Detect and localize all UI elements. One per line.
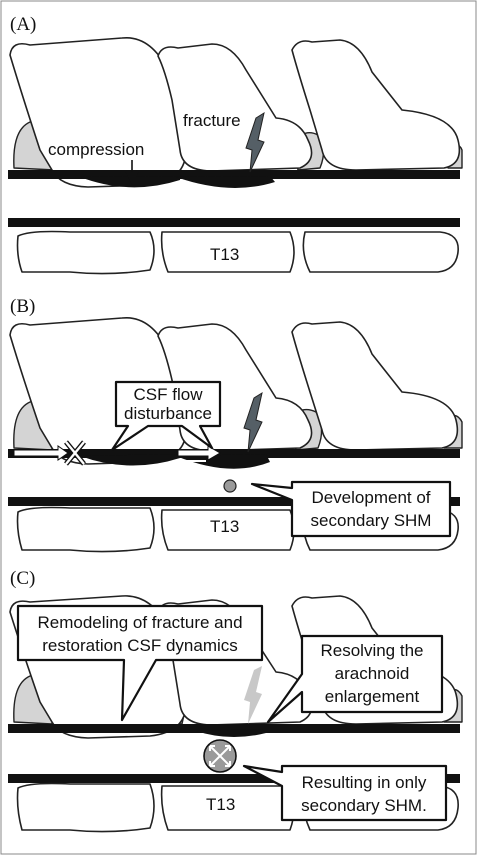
healed-fracture-icon xyxy=(244,666,262,724)
panel-c: (C) Remodeling of fracture and restorati… xyxy=(8,568,463,833)
residual-enlargement xyxy=(196,729,266,738)
resolve-callout-box xyxy=(266,634,444,724)
panel-a: (A) compression fracture T13 xyxy=(8,14,463,275)
ventral-cord xyxy=(8,218,460,227)
result-callout-box xyxy=(242,764,448,822)
resolve-callout-line: arachnoid xyxy=(335,664,410,683)
panel-b: (B) CSF flow disturbance T13 xyxy=(8,296,463,553)
vertebra-dorsal-3 xyxy=(291,321,459,451)
vertebra-ventral-2 xyxy=(160,231,295,273)
resolve-callout-line: enlargement xyxy=(325,687,420,706)
panel-a-label: (A) xyxy=(10,14,36,35)
vertebra-dorsal-2 xyxy=(157,43,313,172)
remodel-callout-box xyxy=(16,604,264,722)
result-callout-line: Resulting in only xyxy=(302,773,427,792)
resolved-shm-icon xyxy=(203,739,237,773)
ventral-cord xyxy=(8,774,460,783)
resolve-callout-line: Resolving the xyxy=(320,641,423,660)
shm-callout-line: Development of xyxy=(311,488,430,507)
result-callout-line: secondary SHM. xyxy=(301,796,427,815)
compression-bulge xyxy=(80,454,180,466)
compression-label: compression xyxy=(48,140,144,159)
vertebra-ventral-1 xyxy=(16,506,155,553)
csf-flow-arrow xyxy=(13,445,69,461)
vertebra-ventral-1 xyxy=(16,230,155,275)
vertebra-dorsal-3 xyxy=(291,39,461,171)
ventral-cord xyxy=(8,497,460,506)
spinal-cord xyxy=(8,449,460,458)
vertebra-t13-label: T13 xyxy=(210,517,239,536)
shm-lesion-icon xyxy=(223,479,237,493)
fracture-icon xyxy=(245,111,265,173)
spinal-cord xyxy=(8,724,460,733)
vertebra-t13-label: T13 xyxy=(206,795,235,814)
remodel-callout-line: restoration CSF dynamics xyxy=(42,636,238,655)
blocked-flow-icon xyxy=(64,440,86,466)
fracture-icon xyxy=(243,391,263,453)
vertebra-ventral-3 xyxy=(302,231,459,273)
csf-callout-line: disturbance xyxy=(124,404,212,423)
panel-b-label: (B) xyxy=(10,296,35,317)
shm-callout-box xyxy=(250,480,452,538)
vertebra-t13-label: T13 xyxy=(210,245,239,264)
remodel-callout-line: Remodeling of fracture and xyxy=(37,613,242,632)
fracture-label: fracture xyxy=(183,111,241,130)
csf-callout-line: CSF flow xyxy=(134,385,204,404)
csf-flow-arrow xyxy=(177,445,221,461)
panel-c-label: (C) xyxy=(10,568,35,589)
fracture-hematoma xyxy=(176,176,275,188)
spinal-cord xyxy=(8,170,460,179)
shm-callout-line: secondary SHM xyxy=(311,511,432,530)
fracture-hematoma xyxy=(176,454,270,469)
vertebra-ventral-1 xyxy=(16,782,155,833)
csf-callout-box xyxy=(110,380,222,452)
